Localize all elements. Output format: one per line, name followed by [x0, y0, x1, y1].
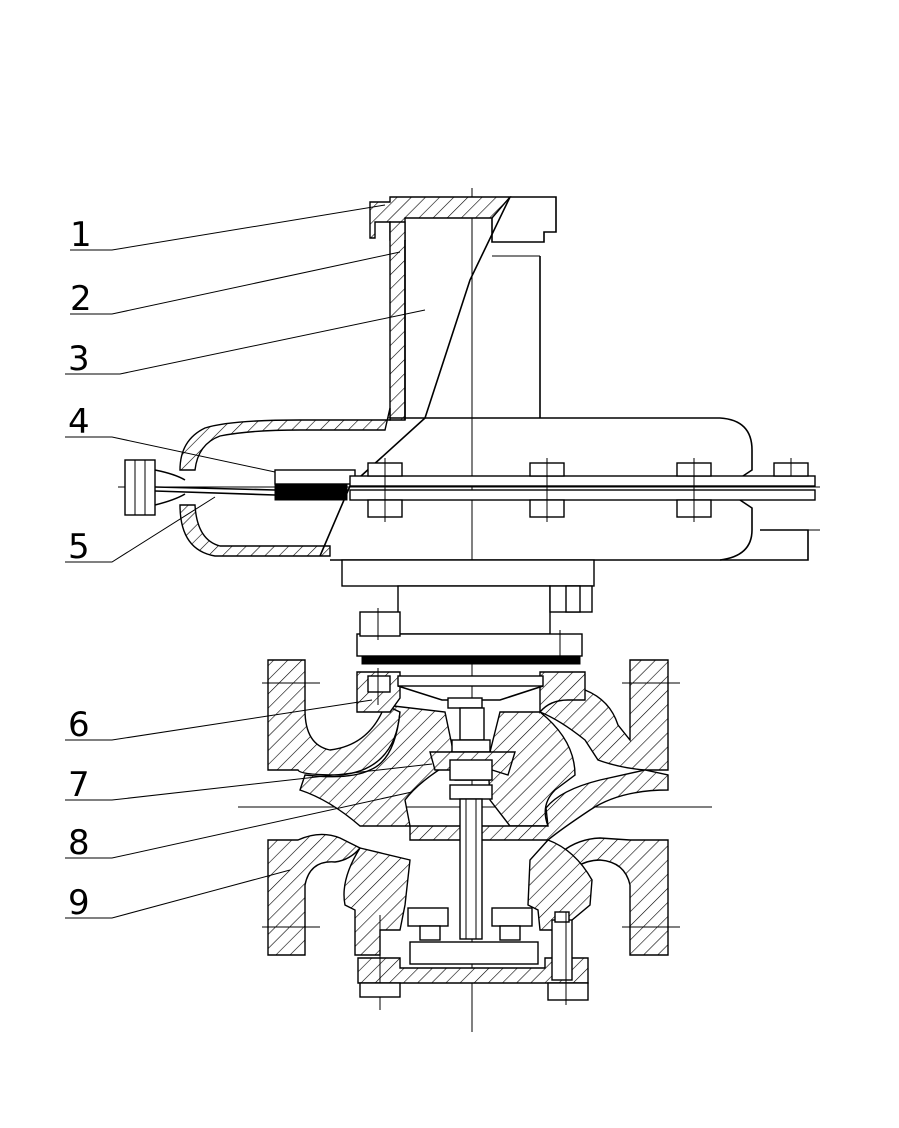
callout-labels: 1 2 3 4 5 6 7 8 9 — [68, 215, 92, 923]
callout-7: 7 — [68, 765, 90, 805]
housing-bolts — [367, 458, 809, 522]
callout-6: 6 — [68, 705, 90, 745]
seat-assembly — [356, 668, 586, 714]
neck-shell — [389, 196, 541, 421]
diaphragm-housing — [124, 407, 820, 561]
callout-9: 9 — [68, 883, 90, 923]
bolt-1 — [367, 458, 403, 522]
callout-3: 3 — [68, 339, 90, 379]
callout-2: 2 — [70, 279, 92, 319]
bonnet — [341, 559, 595, 665]
leader-lines — [65, 204, 433, 919]
callout-8: 8 — [68, 823, 90, 863]
bolt-4 — [773, 458, 809, 477]
callout-1: 1 — [70, 215, 92, 255]
valve-body — [262, 659, 680, 1010]
stem-and-plug — [429, 707, 516, 940]
bolt-2 — [529, 458, 565, 522]
bolt-3 — [676, 458, 712, 522]
callout-4: 4 — [68, 402, 90, 442]
callout-5: 5 — [68, 527, 90, 567]
